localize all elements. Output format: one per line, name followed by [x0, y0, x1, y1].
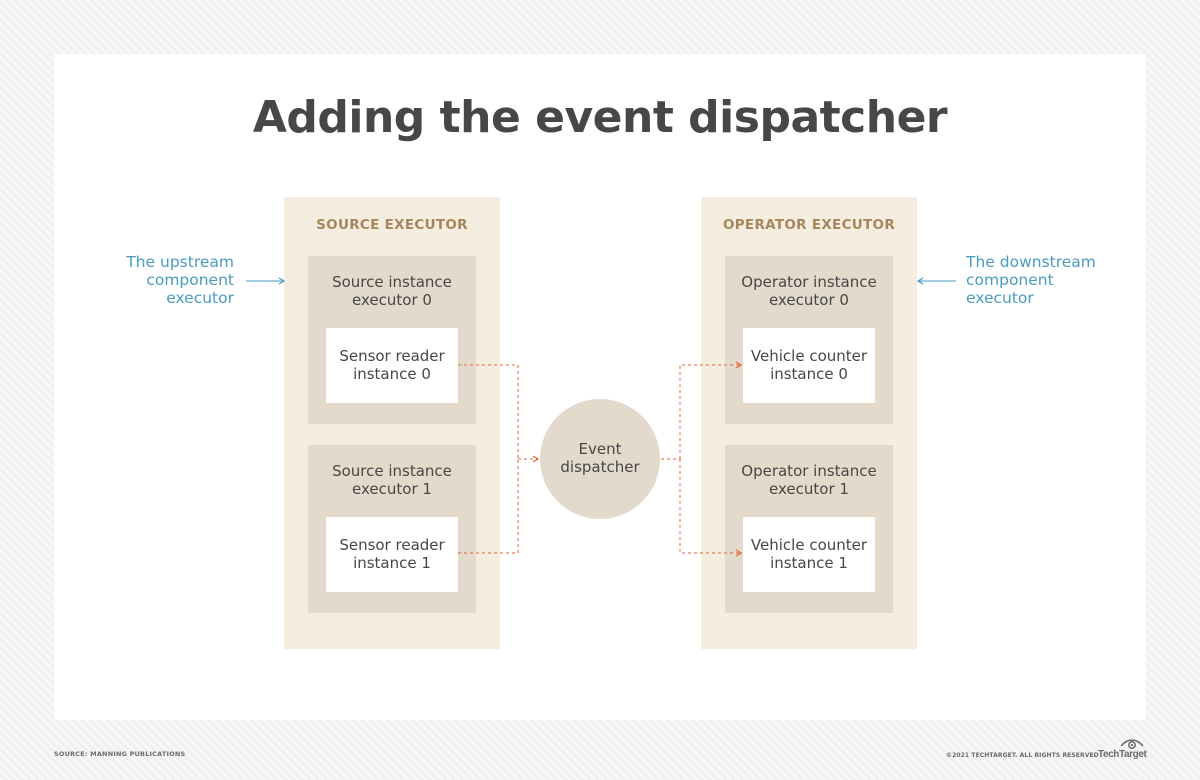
event-dispatcher-label: Event dispatcher: [540, 440, 660, 476]
label-line: instance 1: [353, 554, 431, 572]
label-line: Event: [578, 440, 622, 458]
event-dispatcher: Event dispatcher: [540, 399, 660, 519]
sensor-reader-instance-1: Sensor reader instance 1: [326, 517, 458, 592]
source-executor: SOURCE EXECUTOR Source instance executor…: [284, 197, 500, 649]
operator-instance-executor-1: Operator instance executor 1 Vehicle cou…: [725, 445, 893, 613]
source-instance-executor-1-label: Source instance executor 1: [308, 462, 476, 498]
label-line: Sensor reader: [339, 536, 445, 554]
downstream-label-line: component: [966, 271, 1054, 289]
label-line: executor 1: [769, 480, 849, 498]
copyright-notice: ©2021 TECHTARGET. ALL RIGHTS RESERVED: [946, 752, 1099, 759]
source-instance-executor-0: Source instance executor 0 Sensor reader…: [308, 256, 476, 424]
downstream-label-line: The downstream: [966, 253, 1096, 271]
dispatcher-to-vehicle-0-arrow: [679, 361, 743, 459]
label-line: Operator instance: [741, 273, 877, 291]
source-instance-executor-1: Source instance executor 1 Sensor reader…: [308, 445, 476, 613]
operator-instance-executor-0: Operator instance executor 0 Vehicle cou…: [725, 256, 893, 424]
label-line: instance 0: [353, 365, 431, 383]
diagram-title: Adding the event dispatcher: [252, 92, 948, 143]
sensor-reader-instance-0-label: Sensor reader instance 0: [326, 347, 458, 383]
label-line: Source instance: [332, 462, 452, 480]
brand-wordmark: TechTarget: [1098, 749, 1147, 760]
label-line: instance 0: [770, 365, 848, 383]
vehicle-counter-instance-1: Vehicle counter instance 1: [743, 517, 875, 592]
source-instance-executor-0-label: Source instance executor 0: [308, 273, 476, 309]
diagram-card: [54, 54, 1146, 720]
sensor-reader-instance-0: Sensor reader instance 0: [326, 328, 458, 403]
label-line: dispatcher: [560, 458, 640, 476]
upstream-label: The upstream component executor: [94, 253, 234, 307]
source-executor-label: SOURCE EXECUTOR: [316, 217, 468, 233]
dispatcher-to-vehicle-1-arrow: [679, 459, 743, 557]
label-line: Vehicle counter: [750, 347, 868, 365]
techtarget-logo: TechTarget: [1098, 735, 1148, 763]
upstream-label-line: executor: [166, 289, 234, 307]
downstream-label: The downstream component executor: [966, 253, 1106, 307]
operator-executor: OPERATOR EXECUTOR Operator instance exec…: [701, 197, 917, 649]
label-line: instance 1: [770, 554, 848, 572]
source-credit: SOURCE: MANNING PUBLICATIONS: [54, 750, 186, 758]
label-line: Operator instance: [741, 462, 877, 480]
sensor-1-to-dispatcher-line: [458, 459, 519, 554]
vehicle-counter-instance-0-label: Vehicle counter instance 0: [743, 347, 875, 383]
label-line: executor 0: [352, 291, 432, 309]
label-line: Source instance: [332, 273, 452, 291]
eye-logo-icon: [1120, 739, 1144, 749]
upstream-label-line: component: [146, 271, 234, 289]
label-line: Sensor reader: [339, 347, 445, 365]
operator-instance-executor-0-label: Operator instance executor 0: [725, 273, 893, 309]
sensor-reader-instance-1-label: Sensor reader instance 1: [326, 536, 458, 572]
vehicle-counter-instance-1-label: Vehicle counter instance 1: [743, 536, 875, 572]
sensor-0-to-dispatcher-line: [458, 364, 519, 459]
upstream-label-line: The upstream: [126, 253, 234, 271]
operator-instance-executor-1-label: Operator instance executor 1: [725, 462, 893, 498]
downstream-label-line: executor: [966, 289, 1034, 307]
label-line: executor 0: [769, 291, 849, 309]
label-line: executor 1: [352, 480, 432, 498]
operator-executor-label: OPERATOR EXECUTOR: [722, 217, 896, 233]
vehicle-counter-instance-0: Vehicle counter instance 0: [743, 328, 875, 403]
label-line: Vehicle counter: [750, 536, 868, 554]
